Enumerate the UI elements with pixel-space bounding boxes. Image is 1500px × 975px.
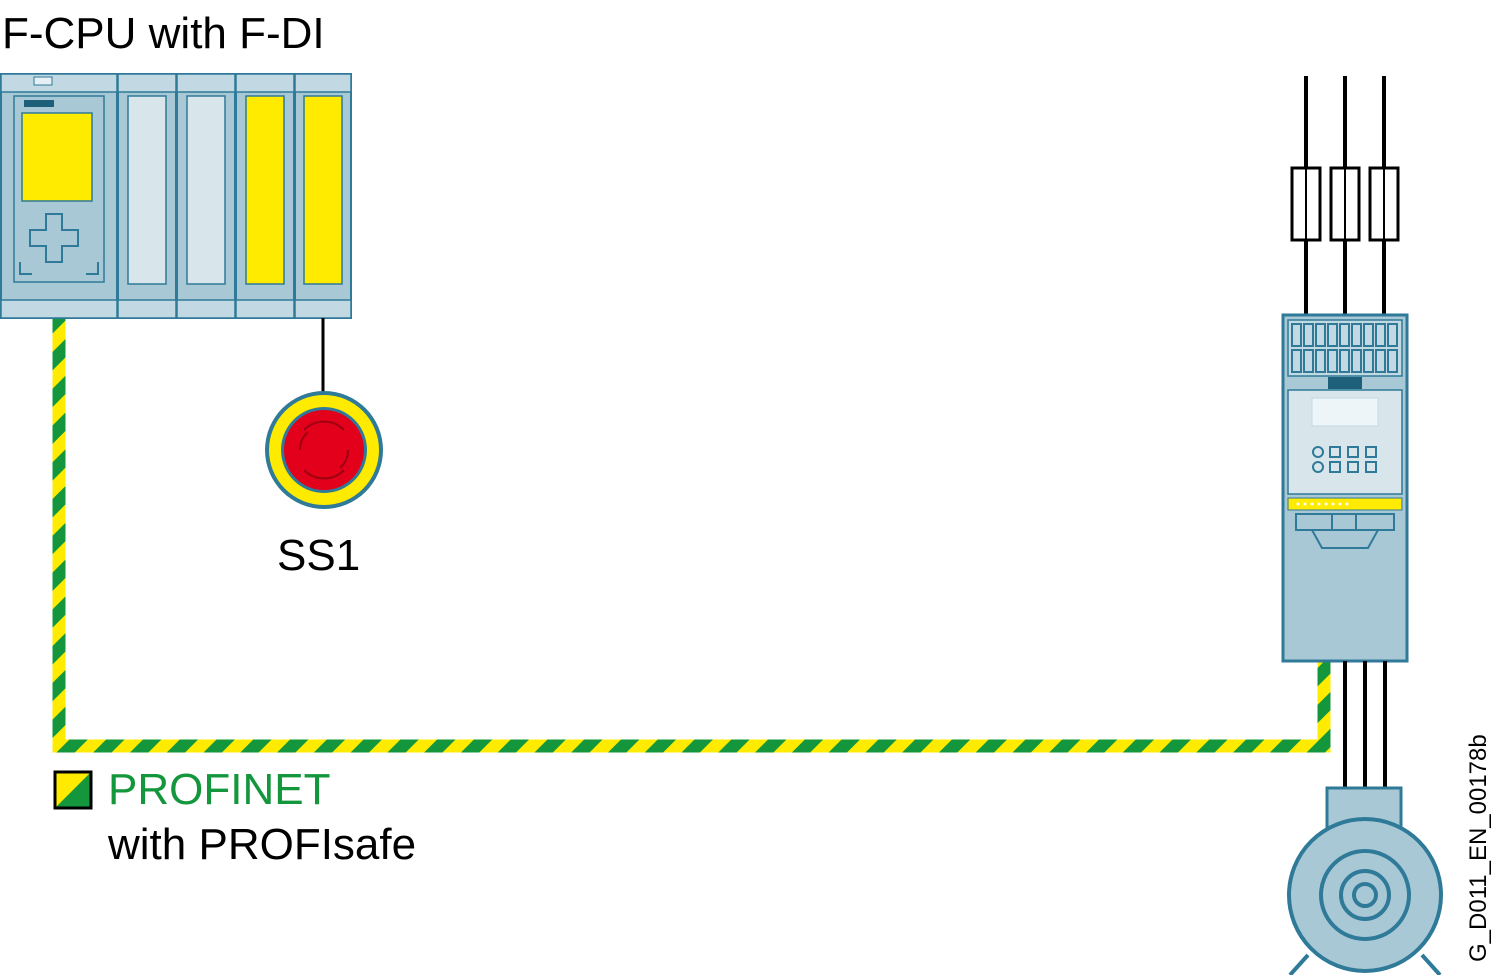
emergency-stop-icon [265, 391, 383, 509]
diagram-title: F-CPU with F-DI [2, 9, 325, 58]
figure-id: G_D011_EN_00178b [1465, 734, 1492, 962]
f-di-module-2 [294, 73, 352, 319]
estop-label: SS1 [277, 531, 361, 580]
fuse-icon [1290, 166, 1400, 242]
profinet-cable [52, 318, 1331, 753]
motor-cables [1343, 661, 1387, 788]
plc-cpu-icon [0, 73, 118, 319]
profinet-legend-icon [53, 770, 93, 810]
io-module-1 [117, 73, 177, 319]
legend-protocol-label: with PROFIsafe [108, 820, 417, 869]
io-module-2 [176, 73, 236, 319]
legend-network-label: PROFINET [108, 765, 331, 814]
f-di-module-1 [235, 73, 295, 319]
plc-rack [0, 73, 352, 319]
frequency-converter-icon [1281, 313, 1409, 663]
motor-icon [1287, 786, 1443, 975]
